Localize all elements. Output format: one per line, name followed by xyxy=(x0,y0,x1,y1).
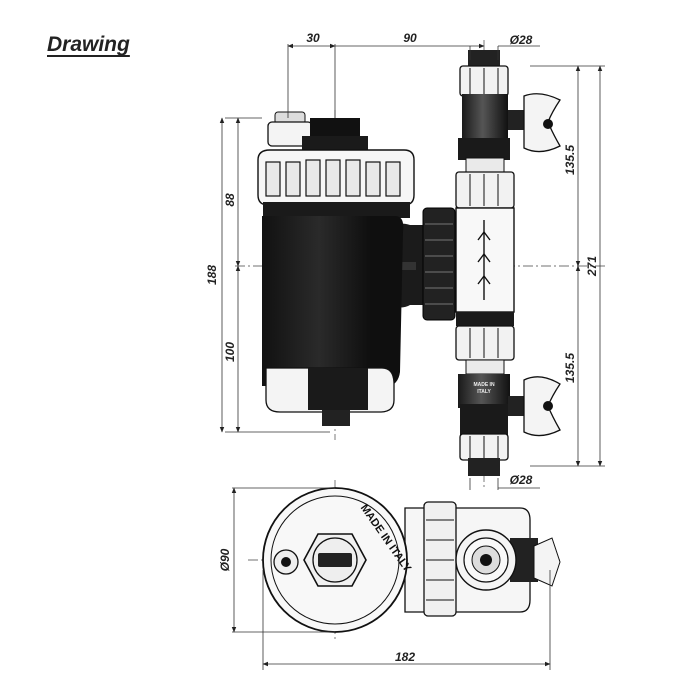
dim-30: 30 xyxy=(306,31,320,45)
dim-dia-top: Ø28 xyxy=(510,33,533,47)
dim-135-lower: 135.5 xyxy=(563,353,577,383)
dim-88: 88 xyxy=(223,193,237,207)
dim-100: 100 xyxy=(223,342,237,362)
pipe-assembly: MADE IN ITALY xyxy=(455,50,515,476)
lower-valve-handle xyxy=(508,376,561,437)
plan-cap: MADE IN ITALY xyxy=(262,487,414,633)
filter-body xyxy=(257,111,415,426)
dim-dia-90: Ø90 xyxy=(218,548,232,571)
svg-text:ITALY: ITALY xyxy=(477,389,491,395)
dim-188: 188 xyxy=(205,265,219,285)
plan-dimension-lines xyxy=(231,487,551,670)
upper-valve-handle xyxy=(508,93,561,153)
drawing-title: Drawing xyxy=(47,33,130,56)
plan-pipe-union xyxy=(455,529,517,591)
dimension-lines xyxy=(219,43,605,490)
dim-135-upper: 135.5 xyxy=(563,145,577,175)
dim-90: 90 xyxy=(403,31,417,45)
dim-182: 182 xyxy=(395,650,415,664)
dim-271: 271 xyxy=(585,256,599,277)
svg-text:MADE IN: MADE IN xyxy=(473,382,495,388)
plan-view: MADE IN ITALY Ø90 182 xyxy=(218,480,561,670)
dim-dia-bottom: Ø28 xyxy=(510,473,533,487)
front-view: MADE IN ITALY xyxy=(205,31,605,490)
